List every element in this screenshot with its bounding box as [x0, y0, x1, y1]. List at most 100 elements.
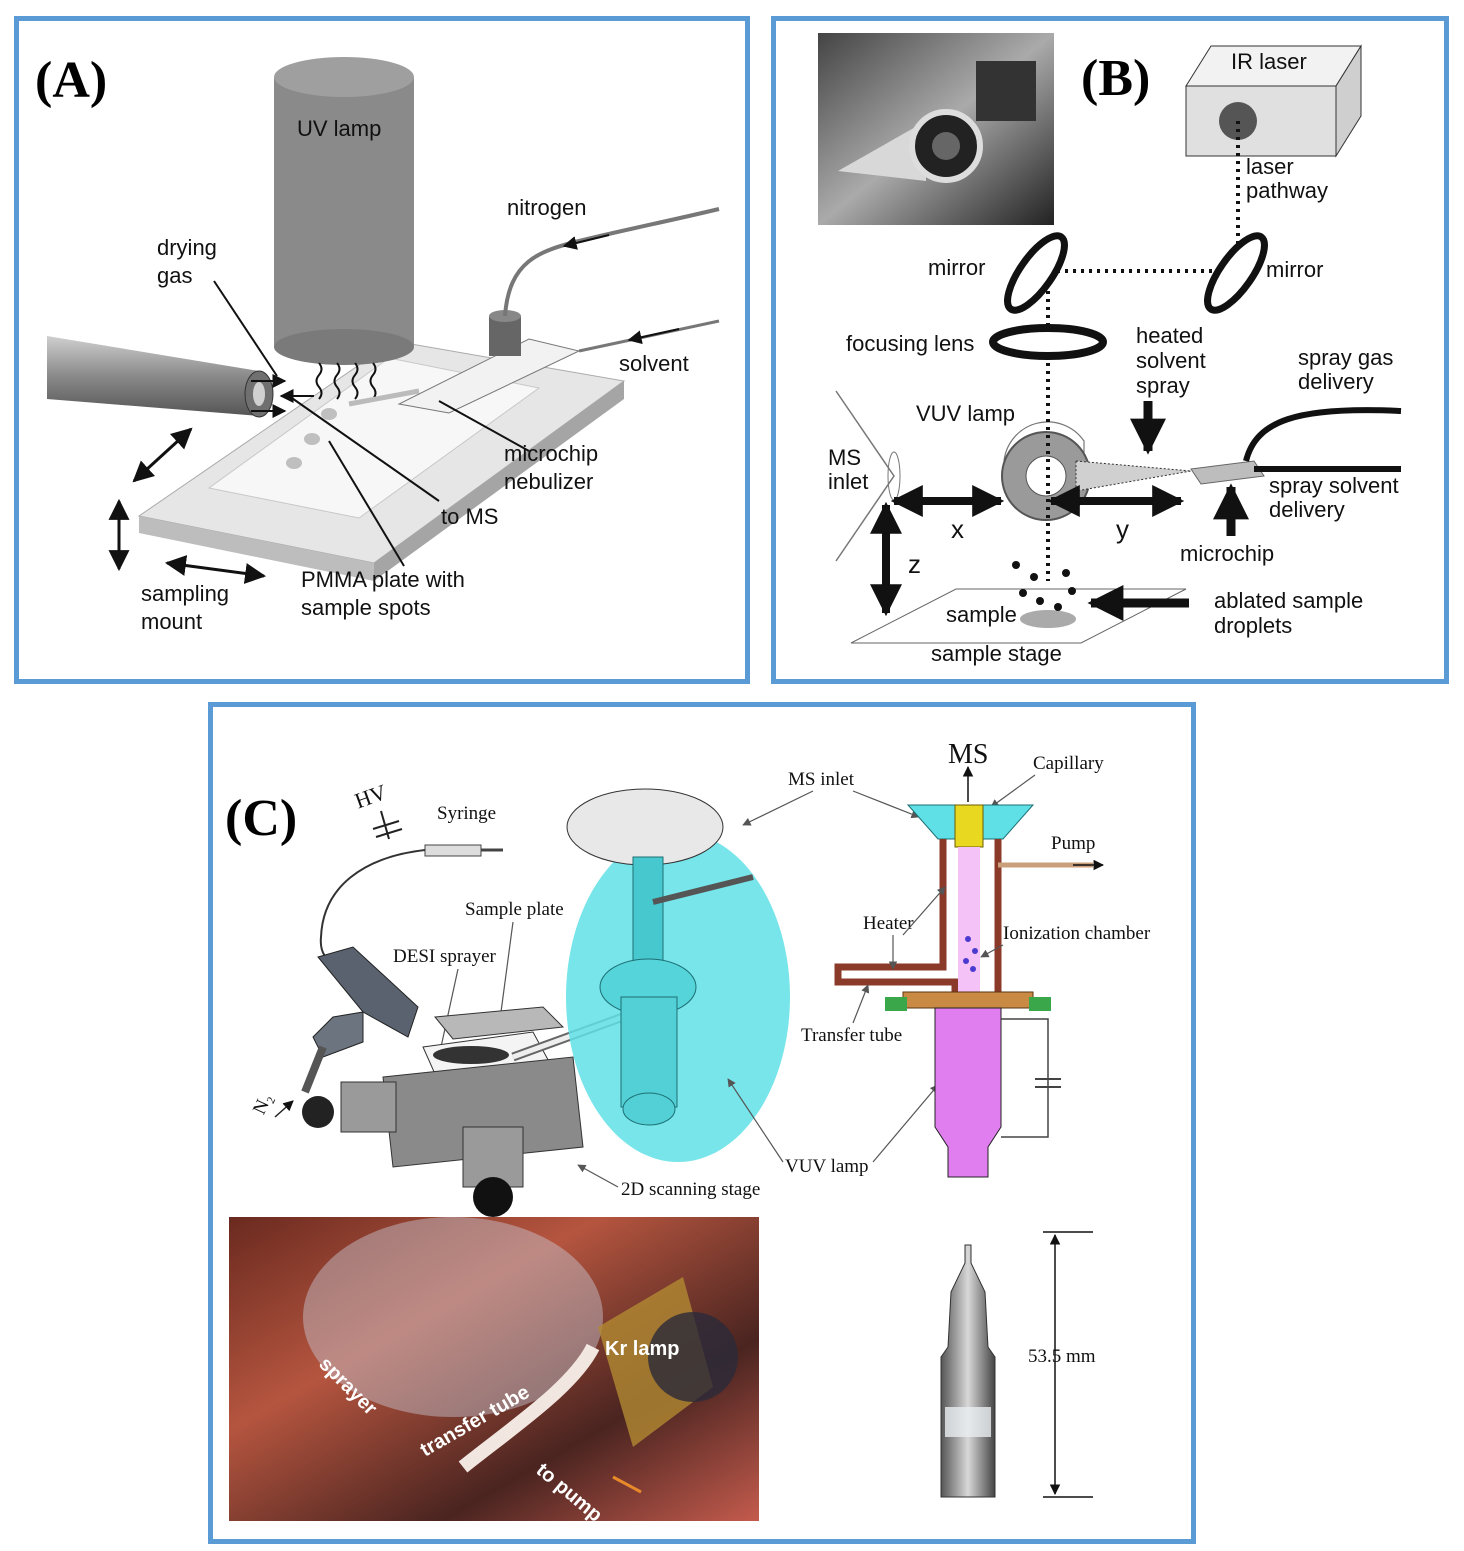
- ablated-droplets-label: ablated sample: [1214, 588, 1363, 613]
- syringe-label: Syringe: [437, 803, 496, 824]
- mirror-left: [1004, 232, 1068, 314]
- ms-inlet-leader-right: [852, 790, 920, 819]
- nitrogen-line: [503, 207, 720, 317]
- ms-inlet-leader: [742, 790, 814, 826]
- vuv-lamp-body: [620, 996, 678, 1108]
- mount-arrow-diagonal: [132, 427, 193, 483]
- hv-label: HV: [351, 779, 390, 813]
- scanning-stage: [382, 1056, 584, 1168]
- drying-gas-label: gas: [157, 263, 192, 288]
- microchip-leader: [438, 400, 530, 452]
- syringe: [424, 844, 482, 857]
- n2-label: N₂: [249, 1090, 277, 1117]
- uv-wave: [333, 362, 341, 400]
- lamp-size-label: 53.5 mm: [1028, 1346, 1096, 1367]
- sample-stage-label: sample stage: [931, 641, 1062, 666]
- inlet-side-tube: [652, 874, 754, 905]
- ms-inlet-label: MS inlet: [788, 769, 855, 790]
- drying-gas-tube: [47, 336, 259, 416]
- two-d-stage-label: 2D scanning stage: [621, 1179, 760, 1200]
- heater-outer-left: [834, 839, 959, 992]
- heated-spray-label: solvent: [1136, 348, 1206, 373]
- mirror-right: [1204, 232, 1268, 314]
- stage-knob-housing: [340, 1081, 397, 1133]
- photo-kr-label: Kr lamp: [605, 1338, 679, 1360]
- vuv-lamp-label: VUV lamp: [785, 1156, 869, 1177]
- plate-holder: [434, 1006, 565, 1040]
- ms-inlet-label: inlet: [828, 469, 868, 494]
- panel-a-letter: (A): [35, 52, 108, 109]
- vuv-lamp-tip: [622, 1092, 676, 1126]
- ablated-droplet: [1019, 589, 1027, 597]
- panel-b-diagram: IR laser laser pathway mirror mirror foc…: [818, 33, 1402, 666]
- sample-spot: [1020, 610, 1076, 628]
- photo-pump-arrow: [612, 1475, 642, 1494]
- seal-left: [885, 997, 907, 1011]
- ir-laser-label: IR laser: [1231, 49, 1307, 74]
- ion-dot: [963, 958, 969, 964]
- laser-pathway-label: pathway: [1246, 178, 1328, 203]
- sample-label: sample: [946, 602, 1017, 627]
- hv-ground: [375, 828, 403, 838]
- spray-plume: [348, 388, 420, 407]
- desi-sprayer-tee: [312, 1011, 364, 1058]
- ablated-droplet: [1068, 587, 1076, 595]
- y-label: y: [1116, 514, 1129, 544]
- ms-inlet-disc: [566, 788, 724, 866]
- pmma-label: PMMA plate with: [301, 567, 465, 592]
- mirror-right-label: mirror: [1266, 257, 1323, 282]
- drying-gas-leader: [213, 280, 278, 377]
- nitrogen-connector: [489, 316, 521, 356]
- ablated-droplet: [1054, 603, 1062, 611]
- mirror-left-label: mirror: [928, 255, 985, 280]
- uv-lamp-body: [274, 77, 414, 347]
- sampling-mount-side: [374, 381, 624, 581]
- capillary-label: Capillary: [1033, 753, 1104, 774]
- uv-lamp-bottom: [274, 329, 414, 365]
- solvent-arrow: [627, 328, 680, 345]
- spray-gas-label: delivery: [1298, 369, 1374, 394]
- photo-lamp: [648, 1312, 738, 1402]
- ionization-label: Ionization chamber: [1003, 923, 1151, 944]
- nitrogen-arrow: [562, 234, 610, 250]
- microchip-label: nebulizer: [504, 469, 593, 494]
- capillary-leader: [990, 774, 1036, 808]
- pmma-leader: [328, 440, 405, 567]
- microchip-label: microchip: [1180, 541, 1274, 566]
- sample-spot: [321, 408, 337, 420]
- sample-spot: [286, 457, 302, 469]
- ms-label: MS: [948, 739, 988, 770]
- z-label: z: [908, 549, 921, 579]
- heated-spray-label: spray: [1136, 373, 1190, 398]
- ablated-droplet: [1062, 569, 1070, 577]
- photo-transfer-tube: [458, 1343, 600, 1473]
- sampling-mount-label: sampling: [141, 581, 229, 606]
- heater-label: Heater: [863, 913, 914, 934]
- solvent-spray-plume: [1075, 460, 1192, 492]
- nitrogen-label: nitrogen: [507, 195, 587, 220]
- photo-lens-core: [932, 132, 960, 160]
- photo-stage: [976, 61, 1036, 121]
- sample-smear: [433, 1046, 509, 1064]
- kr-lamp-photo: [940, 1244, 996, 1498]
- drying-gas-nozzle: [253, 382, 265, 406]
- ion-dot: [970, 966, 976, 972]
- vuv-lamp-leader-right: [872, 1084, 939, 1163]
- to-ms-label: to MS: [441, 504, 498, 529]
- sample-plate-leader: [500, 921, 514, 1013]
- laser-pathway: [1046, 121, 1240, 371]
- ms-inlet-cone: [835, 390, 895, 562]
- ion-dot: [972, 948, 978, 954]
- ablated-droplet: [1036, 597, 1044, 605]
- laser-pathway-label: laser: [1246, 154, 1294, 179]
- sampling-mount-front: [139, 516, 374, 581]
- stage-motor-knob: [473, 1177, 513, 1217]
- ionization-channel: [958, 847, 980, 992]
- uv-lamp-label: UV lamp: [297, 116, 381, 141]
- ion-dot: [965, 936, 971, 942]
- photo-cone: [838, 121, 926, 181]
- spray-solvent-label: delivery: [1269, 497, 1345, 522]
- panel-c: (C) HV Syringe N₂: [208, 702, 1196, 1544]
- focusing-lens-label: focusing lens: [846, 331, 974, 356]
- spray-gas-line: [1243, 407, 1402, 462]
